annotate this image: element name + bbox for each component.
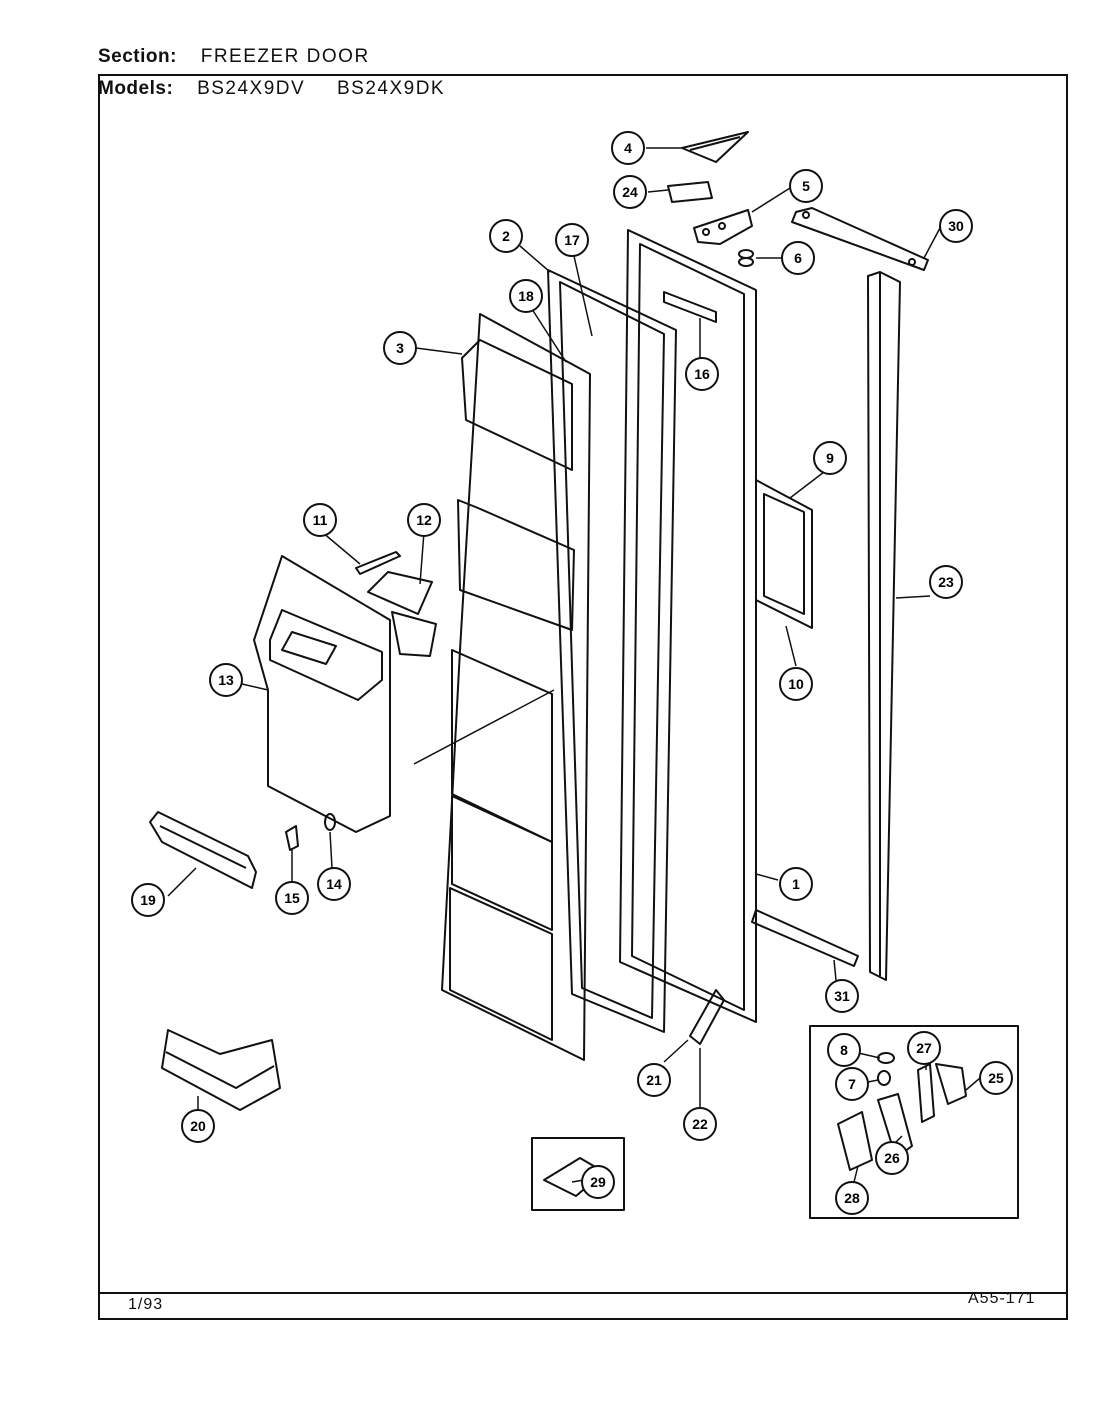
section-heading: Section: FREEZER DOOR [98,46,370,68]
callout-10: 10 [779,667,813,701]
callout-17: 17 [555,223,589,257]
svg-text:28: 28 [844,1190,860,1206]
callout-12: 12 [407,503,441,537]
part-13-housing [253,555,391,833]
svg-text:16: 16 [694,366,710,382]
part-16-bracket [663,291,717,323]
part-6-washer [738,249,754,267]
svg-text:19: 19 [140,892,156,908]
section-label: Section: [98,46,177,67]
svg-text:10: 10 [788,676,804,692]
svg-text:26: 26 [884,1150,900,1166]
callout-20: 20 [181,1109,215,1143]
callout-9: 9 [813,441,847,475]
part-1-outer-panel [619,229,757,1023]
part-19-bin [149,811,257,889]
svg-text:5: 5 [802,178,810,194]
svg-text:23: 23 [938,574,954,590]
footer-divider [98,1292,1068,1294]
svg-text:21: 21 [646,1072,662,1088]
callout-4: 4 [611,131,645,165]
callout-31: 31 [825,979,859,1013]
svg-text:15: 15 [284,890,300,906]
part-31-strip [751,909,859,967]
part-3-liner [441,313,591,1061]
callout-21: 21 [637,1063,671,1097]
callout-5: 5 [789,169,823,203]
svg-text:25: 25 [988,1070,1004,1086]
callout-23: 23 [929,565,963,599]
svg-text:11: 11 [313,512,328,528]
svg-text:24: 24 [622,184,638,200]
models-label: Models: [98,78,174,99]
svg-text:2: 2 [502,228,510,244]
callout-3: 3 [383,331,417,365]
footer-code: A55-171 [968,1290,1036,1307]
callout-29: 29 [581,1165,615,1199]
svg-text:29: 29 [590,1174,606,1190]
callout-28: 28 [835,1181,869,1215]
models-heading: Models: BS24X9DV BS24X9DK [98,78,445,100]
svg-text:13: 13 [218,672,234,688]
footer-date: 1/93 [128,1296,164,1313]
callout-1: 1 [779,867,813,901]
part-30-strip [791,207,929,271]
callout-27: 27 [907,1031,941,1065]
callout-11: 11 [303,503,337,537]
svg-text:14: 14 [326,876,342,892]
part-12-cup [367,571,437,657]
callout-13: 13 [209,663,243,697]
callout-26: 26 [875,1141,909,1175]
hinge-kit-box [809,1025,1019,1219]
part-4-cap [681,131,749,163]
part-14-15-fasteners [285,813,336,851]
svg-text:3: 3 [396,340,404,356]
callout-16: 16 [685,357,719,391]
part-23-rail [867,271,901,981]
callout-22: 22 [683,1107,717,1141]
callout-2: 2 [489,219,523,253]
callout-14: 14 [317,867,351,901]
callout-18: 18 [509,279,543,313]
part-20-bin [161,1029,281,1111]
model-2: BS24X9DK [336,78,446,99]
svg-text:4: 4 [624,140,632,156]
part-2-gasket [547,269,677,1033]
part-29-box [531,1137,625,1211]
callout-24: 24 [613,175,647,209]
part-5-hinge [693,209,753,245]
svg-text:27: 27 [916,1040,932,1056]
svg-text:7: 7 [848,1076,856,1092]
callout-7: 7 [835,1067,869,1101]
svg-text:17: 17 [564,232,580,248]
callout-15: 15 [275,881,309,915]
part-11-pin [355,551,401,575]
part-24-plate [667,181,713,203]
callout-6: 6 [781,241,815,275]
callout-19: 19 [131,883,165,917]
svg-text:1: 1 [792,876,800,892]
svg-text:18: 18 [518,288,534,304]
section-value: FREEZER DOOR [200,46,370,67]
model-1: BS24X9DV [197,78,306,99]
svg-text:12: 12 [416,512,432,528]
callout-8: 8 [827,1033,861,1067]
svg-text:31: 31 [834,988,850,1004]
callout-25: 25 [979,1061,1013,1095]
svg-text:6: 6 [794,250,802,266]
svg-text:20: 20 [190,1118,206,1134]
callout-30: 30 [939,209,973,243]
svg-text:9: 9 [826,450,834,466]
svg-text:22: 22 [692,1116,708,1132]
part-9-panel [755,479,813,629]
svg-text:30: 30 [948,218,964,234]
part-21-22-hose [689,989,725,1045]
diagram-frame [98,74,1068,1320]
callouts: 4 24 5 6 30 2 17 18 3 16 9 11 12 23 10 1… [131,131,1013,1215]
svg-text:8: 8 [840,1042,848,1058]
